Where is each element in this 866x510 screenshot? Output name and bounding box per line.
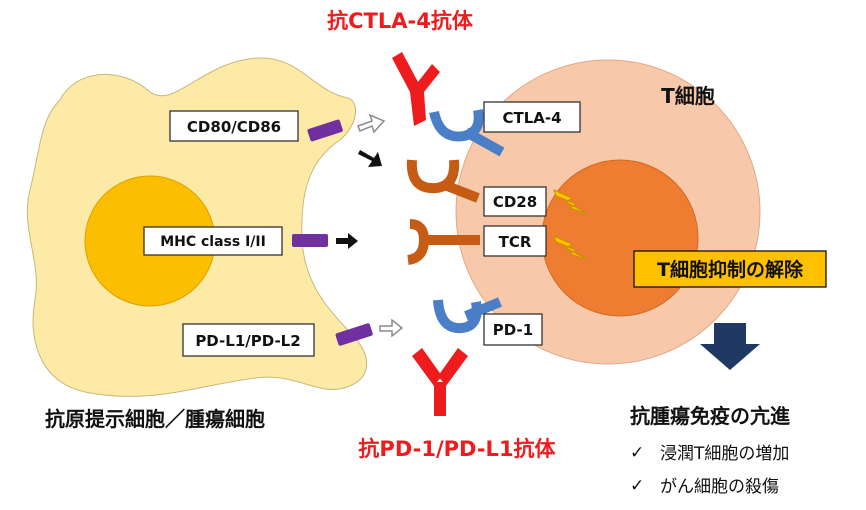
label-pd1: PD-1 <box>493 321 533 339</box>
pdl1-ligand <box>335 323 373 346</box>
label-mhc: MHC class I/II <box>160 234 266 250</box>
label-cd80: CD80/CD86 <box>187 118 281 136</box>
result-item-1: 浸潤T細胞の増加 <box>660 444 789 464</box>
label-box-cd80 <box>169 110 299 142</box>
label-box-pdl1 <box>182 323 315 357</box>
black-arrow-to-tcr <box>336 233 358 249</box>
ctla4-receptor <box>429 109 505 157</box>
label-cd28: CD28 <box>493 193 537 211</box>
black-arrow-to-cd28 <box>358 150 382 167</box>
pd1-receptor <box>433 297 502 334</box>
label-box-ctla4 <box>483 101 581 133</box>
check-icon: ✓ <box>630 476 644 496</box>
lightning-icon <box>553 189 589 215</box>
mhc-ligand <box>292 234 328 247</box>
cd28-receptor <box>406 159 480 203</box>
apc-label: 抗原提示細胞／腫瘍細胞 <box>45 407 265 431</box>
label-box-mhc <box>143 226 283 256</box>
check-icon: ✓ <box>630 443 644 463</box>
anti-ctla4-antibody <box>392 52 440 126</box>
label-box-cd28 <box>483 186 547 217</box>
result-item-2: がん細胞の殺傷 <box>660 477 779 497</box>
down-arrow-icon <box>700 323 760 370</box>
label-ctla4: CTLA-4 <box>502 109 561 127</box>
release-box <box>633 250 827 288</box>
tcr-receptor <box>407 219 480 265</box>
open-arrow-to-pd1 <box>379 318 404 338</box>
result-title: 抗腫瘍免疫の亢進 <box>630 404 790 428</box>
label-box-tcr <box>483 225 547 257</box>
title-anti-pd1: 抗PD-1/PD-L1抗体 <box>358 437 556 461</box>
label-tcr: TCR <box>499 233 532 251</box>
cd80-ligand <box>307 119 343 142</box>
open-arrow-to-ctla4 <box>357 113 386 134</box>
release-label: T細胞抑制の解除 <box>657 258 804 281</box>
label-pdl1: PD-L1/PD-L2 <box>195 332 300 350</box>
lightning-icon <box>553 235 589 261</box>
title-anti-ctla4: 抗CTLA-4抗体 <box>327 9 474 33</box>
tcell-label: T細胞 <box>661 84 715 108</box>
anti-pd1-antibody <box>412 348 468 416</box>
tcell-nucleus <box>541 159 699 317</box>
label-box-pd1 <box>483 313 543 346</box>
